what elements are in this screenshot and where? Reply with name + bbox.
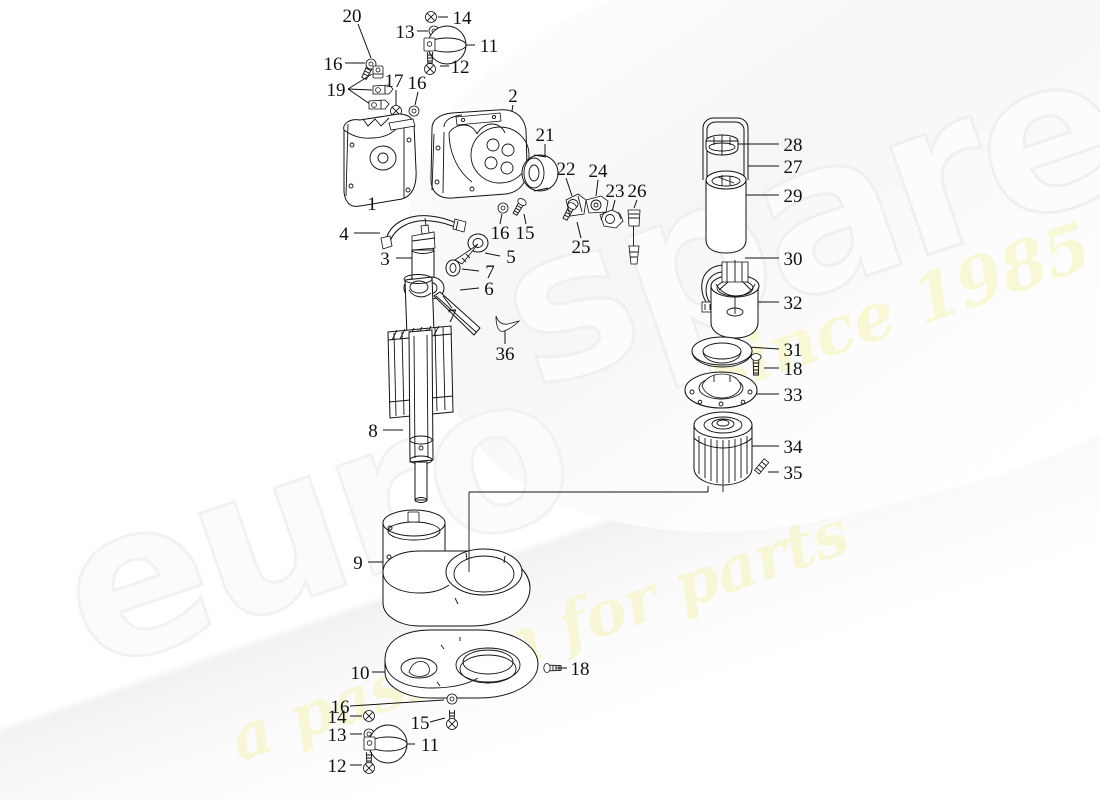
callout-7-a: 7 (485, 262, 495, 283)
callout-26: 26 (628, 181, 647, 202)
part-35-set-screw (753, 458, 779, 475)
callout-7-b: 7 (447, 306, 457, 327)
callout-5: 5 (506, 247, 516, 268)
callout-30: 30 (784, 249, 803, 270)
part-26-ignition-cable-connector (627, 199, 641, 265)
callout-21: 21 (536, 125, 555, 146)
callout-18-b: 18 (571, 659, 590, 680)
part-13-lock-washer-top (417, 25, 440, 37)
part-36-spring-clip (495, 315, 521, 344)
part-15-screw-bottom (429, 709, 458, 730)
part-27-retaining-clip-bracket (702, 117, 779, 180)
part-12-clamp-bolt-top (424, 51, 449, 75)
callout-6: 6 (484, 279, 494, 300)
callout-11: 11 (480, 36, 498, 57)
callout-29: 29 (784, 186, 803, 207)
callout-15-bottom: 15 (411, 713, 430, 734)
callout-15-a: 15 (516, 223, 535, 244)
part-13-lock-washer-bottom (350, 728, 375, 740)
part-8-distributor-drive-shaft (383, 274, 454, 503)
callout-13-bottom: 13 (328, 725, 347, 746)
part-25-retaining-screw (562, 202, 582, 239)
callout-25: 25 (572, 237, 591, 258)
callout-4: 4 (339, 224, 349, 245)
part-31-sealing-gasket (691, 336, 780, 368)
part-29-filter-canister (705, 170, 779, 254)
callout-10: 10 (351, 663, 370, 684)
part-16-washer-bottom (349, 693, 458, 707)
callout-16-bottom: 16 (331, 697, 350, 718)
callout-12-bottom: 12 (328, 756, 347, 777)
part-16-washer-mid (497, 202, 509, 225)
part-18-screw-right (750, 353, 779, 376)
callout-32: 32 (784, 293, 803, 314)
callout-34: 34 (784, 437, 804, 458)
part-11-clamp-band-top (423, 25, 475, 65)
callout-19: 19 (327, 80, 346, 101)
callout-2: 2 (508, 86, 518, 107)
callout-24: 24 (589, 161, 609, 182)
callout-8: 8 (368, 421, 378, 442)
callout-33: 33 (784, 385, 803, 406)
part-21-dust-cap (521, 144, 559, 192)
callout-labels: 20 13 14 11 12 16 19 17 16 2 21 22 24 23… (324, 6, 804, 684)
callout-18-a: 18 (784, 359, 803, 380)
part-14-hex-nut-top (425, 11, 448, 23)
part-1-distributor-housing-left (343, 113, 417, 207)
callout-23: 23 (606, 181, 625, 202)
callout-36: 36 (496, 344, 515, 365)
part-24-insulator-bushing (585, 179, 609, 214)
part-19-retaining-clips (347, 65, 394, 110)
callout-11-bottom: 11 (421, 735, 439, 756)
callout-31: 31 (784, 340, 803, 361)
callout-16-b: 16 (408, 73, 427, 94)
callout-1: 1 (367, 194, 377, 215)
bottom-callout-labels: 14 13 11 12 16 15 (328, 697, 440, 777)
callout-27: 27 (784, 157, 803, 178)
callout-3: 3 (380, 249, 390, 270)
part-18-screw-lower (543, 663, 567, 673)
part-16-washer-top (345, 58, 377, 70)
callout-12: 12 (451, 57, 470, 78)
callout-16-c: 16 (491, 223, 510, 244)
part-14-hex-nut-bottom (350, 710, 375, 722)
callout-20: 20 (343, 6, 362, 27)
part-16-washer-upper2 (408, 91, 420, 117)
part-5-banjo-bolt (454, 233, 501, 265)
part-11-clamp-band-bottom (363, 724, 415, 764)
callout-14-bottom: 14 (328, 707, 348, 728)
connector-line-gear-to-pump (469, 486, 709, 493)
part-23-terminal-bracket (599, 199, 624, 229)
callout-35: 35 (784, 463, 803, 484)
part-10-pump-body-lower (372, 629, 539, 699)
callout-22: 22 (557, 159, 576, 180)
part-15-screw-mid (512, 198, 527, 225)
callout-17: 17 (385, 71, 404, 92)
part-2-distributor-housing-right (430, 104, 530, 199)
part-12-clamp-bolt-bottom (350, 751, 375, 774)
callout-16-a: 16 (324, 54, 343, 75)
part-33-mounting-flange (684, 371, 779, 409)
callout-13: 13 (396, 22, 415, 43)
callout-28: 28 (784, 135, 803, 156)
part-9-pump-body-upper (368, 492, 531, 627)
part-17-nut (390, 90, 402, 117)
part-7-sealing-ring-upper (445, 259, 480, 277)
callout-14: 14 (453, 8, 473, 29)
callout-9: 9 (353, 553, 363, 574)
part-34-impeller-drive-gear (693, 411, 779, 492)
part-4-ground-lead-wire (354, 215, 467, 250)
part-28-filter-cap (705, 134, 779, 156)
